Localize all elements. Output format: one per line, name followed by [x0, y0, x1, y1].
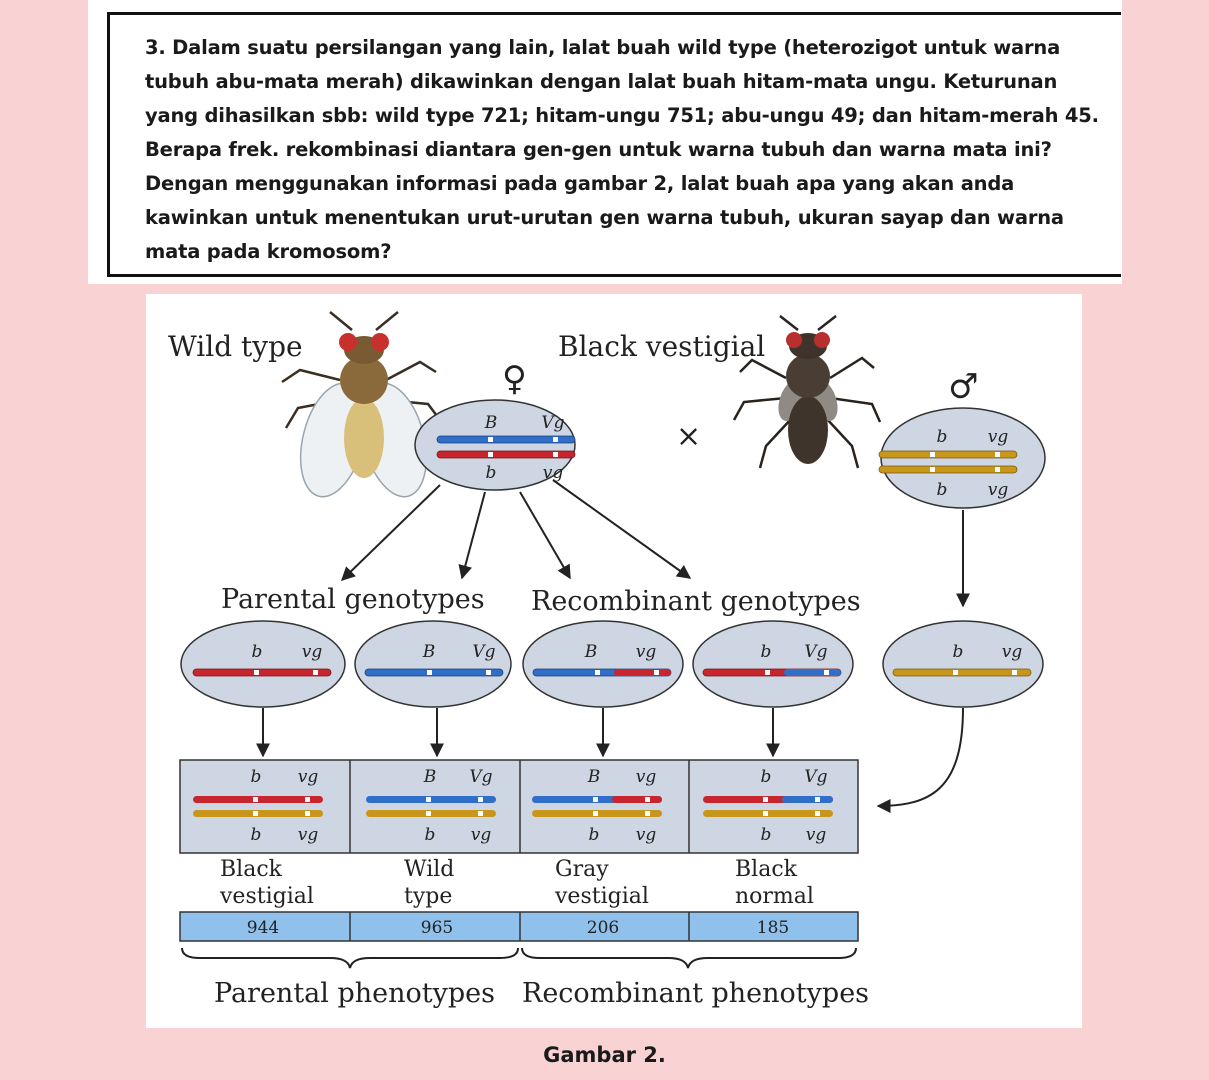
parental-genotypes-label: Parental genotypes — [221, 584, 485, 615]
allele-b: b — [486, 463, 497, 483]
allele-vg: vg — [988, 480, 1009, 500]
allele-b: b — [953, 642, 964, 662]
allele-vg: vg — [1002, 642, 1023, 662]
allele-vg: vg — [636, 767, 657, 787]
allele-Vg: Vg — [804, 642, 827, 662]
linkage-diagram: Wild type Black vestigial ♀ ♂ × — [168, 311, 1046, 1009]
phenotype-1-line2: vestigial — [219, 884, 314, 909]
allele-vg: vg — [543, 463, 564, 483]
allele-b: b — [761, 825, 772, 845]
allele-b: b — [761, 767, 772, 787]
allele-vg: vg — [471, 825, 492, 845]
allele-vg: vg — [298, 767, 319, 787]
parental-phenotypes-label: Parental phenotypes — [214, 978, 495, 1009]
allele-b: b — [937, 427, 948, 447]
question-line-6: kawinkan untuk menentukan urut-urutan ge… — [145, 206, 1064, 229]
male-symbol: ♂ — [948, 367, 978, 407]
male-chromosome-1 — [878, 450, 1018, 459]
recombinant-phenotypes-label: Recombinant phenotypes — [522, 978, 869, 1009]
phenotype-2-line2: type — [404, 884, 452, 909]
gamete-oval-4: b Vg — [692, 620, 854, 708]
gamete-oval-2: B Vg — [354, 620, 512, 708]
allele-b: b — [589, 825, 600, 845]
phenotype-3-line2: vestigial — [554, 884, 649, 909]
offspring-cell-3: B vg b vg — [532, 767, 662, 845]
allele-b: b — [937, 480, 948, 500]
wild-type-label: Wild type — [168, 330, 303, 363]
gamete-arrows — [340, 479, 970, 608]
allele-b: b — [251, 767, 262, 787]
recombinant-brace — [521, 947, 857, 969]
count-1: 944 — [247, 918, 279, 938]
allele-vg: vg — [302, 642, 323, 662]
parental-brace — [181, 947, 519, 969]
question-line-3: yang dihasilkan sbb: wild type 721; hita… — [145, 104, 1099, 127]
question-box — [107, 12, 1121, 277]
allele-Vg: Vg — [541, 413, 564, 433]
allele-b: b — [251, 825, 262, 845]
question-line-7: mata pada kromosom? — [145, 240, 392, 263]
female-chromosome-blue — [436, 435, 576, 444]
female-genotype-oval — [414, 399, 576, 491]
offspring-cell-1: b vg b vg — [193, 767, 323, 845]
gamete-oval-male: b vg — [882, 620, 1044, 708]
question-line-1: 3. Dalam suatu persilangan yang lain, la… — [145, 36, 1061, 59]
offspring-grid — [179, 759, 859, 854]
recombinant-genotypes-label: Recombinant genotypes — [531, 586, 861, 617]
allele-B: B — [422, 642, 436, 662]
allele-B: B — [584, 642, 598, 662]
female-chromosome-red — [436, 450, 576, 459]
wild-type-fly-icon — [281, 311, 441, 498]
offspring-arrows — [256, 707, 964, 813]
allele-vg: vg — [806, 825, 827, 845]
question-line-4: Berapa frek. rekombinasi diantara gen-ge… — [145, 138, 1052, 161]
offspring-cell-2: B Vg b vg — [366, 767, 496, 845]
allele-vg: vg — [636, 825, 657, 845]
offspring-cell-4: b Vg b vg — [703, 767, 833, 845]
phenotype-4-line2: normal — [735, 884, 814, 909]
allele-vg: vg — [636, 642, 657, 662]
gamete-oval-3: B vg — [522, 620, 684, 708]
cross-symbol: × — [676, 419, 701, 454]
allele-vg: vg — [298, 825, 319, 845]
allele-B: B — [484, 413, 498, 433]
count-4: 185 — [757, 918, 789, 938]
male-chromosome-2 — [878, 465, 1018, 474]
allele-b: b — [761, 642, 772, 662]
phenotype-1-line1: Black — [220, 857, 283, 882]
allele-Vg: Vg — [472, 642, 495, 662]
phenotype-4-line1: Black — [735, 857, 798, 882]
linkage-figure: Wild type Black vestigial ♀ ♂ × — [146, 294, 1082, 1028]
question-line-2: tubuh abu-mata merah) dikawinkan dengan … — [145, 70, 1058, 93]
allele-Vg: Vg — [804, 767, 827, 787]
gamete-oval-1: b vg — [180, 620, 346, 708]
phenotype-3-line1: Gray — [555, 857, 609, 882]
figure-caption: Gambar 2. — [543, 1043, 666, 1067]
question-line-5: Dengan menggunakan informasi pada gambar… — [145, 172, 1015, 195]
count-2: 965 — [421, 918, 453, 938]
allele-vg: vg — [988, 427, 1009, 447]
count-bar — [179, 911, 859, 942]
allele-b: b — [252, 642, 263, 662]
allele-b: b — [425, 825, 436, 845]
allele-B: B — [423, 767, 437, 787]
black-vestigial-label: Black vestigial — [558, 330, 765, 363]
allele-B: B — [587, 767, 601, 787]
phenotype-2-line1: Wild — [404, 857, 454, 882]
count-3: 206 — [587, 918, 619, 938]
allele-Vg: Vg — [469, 767, 492, 787]
female-symbol: ♀ — [502, 359, 527, 399]
black-vestigial-fly-icon — [732, 315, 882, 469]
